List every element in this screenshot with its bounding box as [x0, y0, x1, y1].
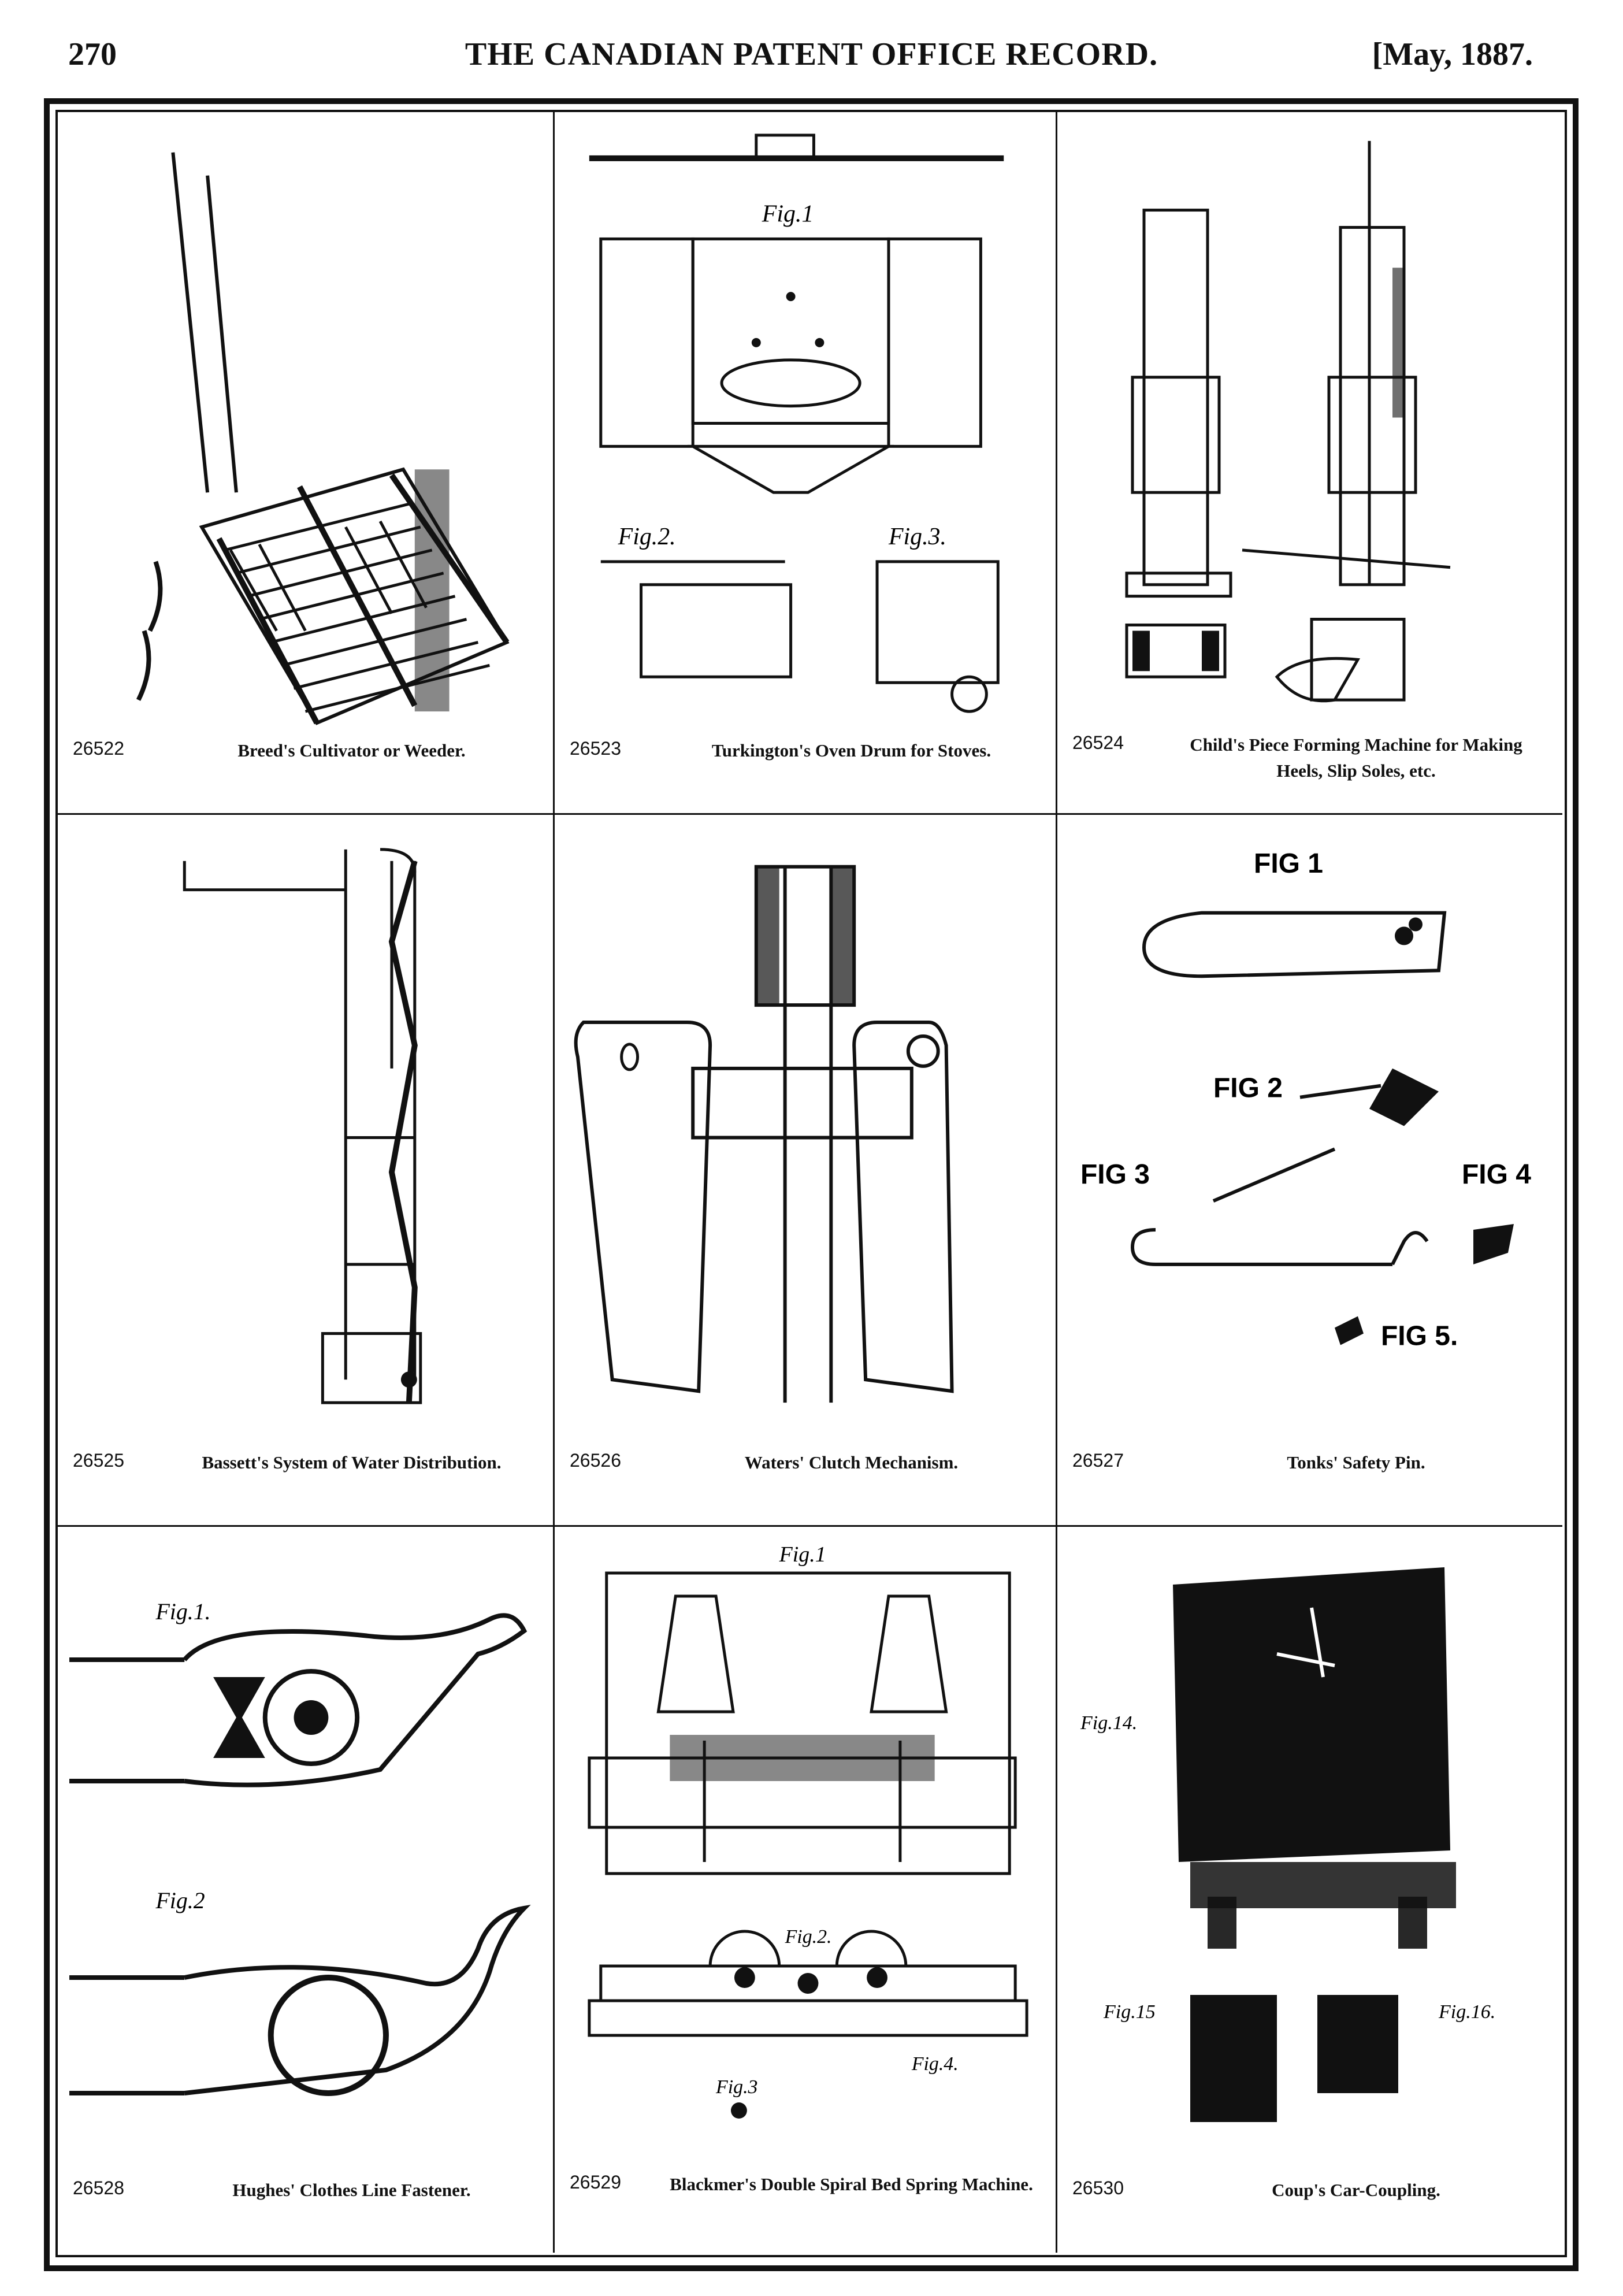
patent-number: 26529	[570, 2172, 621, 2193]
patent-cell-26522: 26522 Breed's Cultivator or Weeder.	[58, 112, 555, 815]
patent-caption: 26524 Child's Piece Forming Machine for …	[1057, 732, 1562, 802]
page-frame-inner	[55, 110, 1567, 2257]
figure-label: Fig.16.	[1438, 2001, 1495, 2023]
figure-label: Fig.1	[762, 201, 814, 227]
patent-cell-26523: Fig.1 Fig.2. Fig.3. 26523 Turkington's O…	[555, 112, 1057, 815]
page-header: 270 THE CANADIAN PATENT OFFICE RECORD. […	[0, 0, 1623, 98]
patent-title: Bassett's System of Water Distribution.	[202, 1452, 502, 1472]
figure-label: FIG 2	[1213, 1073, 1283, 1104]
figure-label: Fig.14.	[1080, 1712, 1137, 1734]
figure-label: Fig.15	[1103, 2001, 1156, 2023]
page-frame-outer	[44, 98, 1579, 2271]
patent-title: Blackmer's Double Spiral Bed Spring Mach…	[670, 2174, 1033, 2194]
safety-pin-drawing: FIG 1 FIG 2 FIG 3 FIG 4 FIG 5.	[1069, 826, 1551, 1438]
patent-title: Coup's Car-Coupling.	[1272, 2180, 1440, 2200]
figure-label: Fig.4.	[911, 2053, 959, 2075]
patent-title: Waters' Clutch Mechanism.	[744, 1452, 959, 1472]
patent-number: 26524	[1072, 732, 1124, 753]
patent-title: Breed's Cultivator or Weeder.	[237, 740, 466, 761]
patent-cell-26526: 26526 Waters' Clutch Mechanism.	[555, 815, 1057, 1527]
figure-label: Fig.3.	[888, 524, 946, 550]
figure-label: Fig.1.	[155, 1598, 210, 1624]
patent-number: 26526	[570, 1450, 621, 1471]
heel-machine-drawing	[1069, 124, 1551, 726]
clothes-line-fastener-drawing: Fig.1. Fig.2	[69, 1538, 541, 2166]
patent-number: 26530	[1072, 2178, 1124, 2198]
bed-spring-machine-drawing: Fig.1 Fig.2. Fig.3 Fig.4.	[566, 1538, 1044, 2166]
page-number: 270	[68, 36, 117, 72]
patent-caption: 26527 Tonks' Safety Pin.	[1057, 1450, 1562, 1514]
patent-number: 26528	[73, 2178, 124, 2198]
patent-caption: 26529 Blackmer's Double Spiral Bed Sprin…	[555, 2172, 1056, 2241]
water-distribution-drawing	[69, 826, 541, 1438]
patent-caption: 26522 Breed's Cultivator or Weeder.	[58, 738, 553, 802]
figure-label: FIG 4	[1462, 1159, 1531, 1190]
figure-label: FIG 5.	[1381, 1321, 1458, 1352]
patent-caption: 26526 Waters' Clutch Mechanism.	[555, 1450, 1056, 1514]
patent-cell-26529: Fig.1 Fig.2. Fig.3 Fig.4. 26529 Blackmer…	[555, 1527, 1057, 2253]
publication-title: THE CANADIAN PATENT OFFICE RECORD.	[465, 36, 1158, 72]
issue-date: [May, 1887.	[1372, 36, 1533, 72]
patent-title: Hughes' Clothes Line Fastener.	[232, 2180, 471, 2200]
patent-number: 26522	[73, 738, 124, 759]
clutch-mechanism-drawing	[566, 826, 1044, 1438]
patent-grid: 26522 Breed's Cultivator or Weeder.	[58, 112, 1562, 2253]
patent-number: 26527	[1072, 1450, 1124, 1471]
patent-caption: 26525 Bassett's System of Water Distribu…	[58, 1450, 553, 1514]
patent-cell-26524: 26524 Child's Piece Forming Machine for …	[1057, 112, 1562, 815]
figure-label: FIG 3	[1080, 1159, 1150, 1190]
figure-label: Fig.2.	[785, 1926, 832, 1948]
patent-cell-26525: 26525 Bassett's System of Water Distribu…	[58, 815, 555, 1527]
figure-label: Fig.2	[155, 1887, 205, 1913]
oven-drum-drawing: Fig.1 Fig.2. Fig.3.	[566, 124, 1044, 726]
patent-cell-26528: Fig.1. Fig.2 26528 Hughes' Clothes Line …	[58, 1527, 555, 2253]
figure-label: Fig.1	[779, 1542, 826, 1567]
patent-caption: 26523 Turkington's Oven Drum for Stoves.	[555, 738, 1056, 802]
patent-caption: 26530 Coup's Car-Coupling.	[1057, 2178, 1562, 2241]
patent-cell-26527: FIG 1 FIG 2 FIG 3 FIG 4 FIG 5. 26527 Ton…	[1057, 815, 1562, 1527]
patent-number: 26525	[73, 1450, 124, 1471]
figure-label: Fig.2.	[618, 524, 676, 550]
figure-label: Fig.3	[715, 2076, 757, 2098]
patent-title: Child's Piece Forming Machine for Making…	[1190, 735, 1522, 781]
patent-title: Turkington's Oven Drum for Stoves.	[711, 740, 991, 761]
patent-caption: 26528 Hughes' Clothes Line Fastener.	[58, 2178, 553, 2241]
cultivator-drawing	[69, 124, 541, 726]
figure-label: FIG 1	[1254, 848, 1323, 879]
patent-cell-26530: Fig.14. Fig.15 Fig.16. 26530 Coup's Car-…	[1057, 1527, 1562, 2253]
patent-title: Tonks' Safety Pin.	[1287, 1452, 1425, 1472]
patent-number: 26523	[570, 738, 621, 759]
car-coupling-drawing: Fig.14. Fig.15 Fig.16.	[1069, 1538, 1551, 2166]
